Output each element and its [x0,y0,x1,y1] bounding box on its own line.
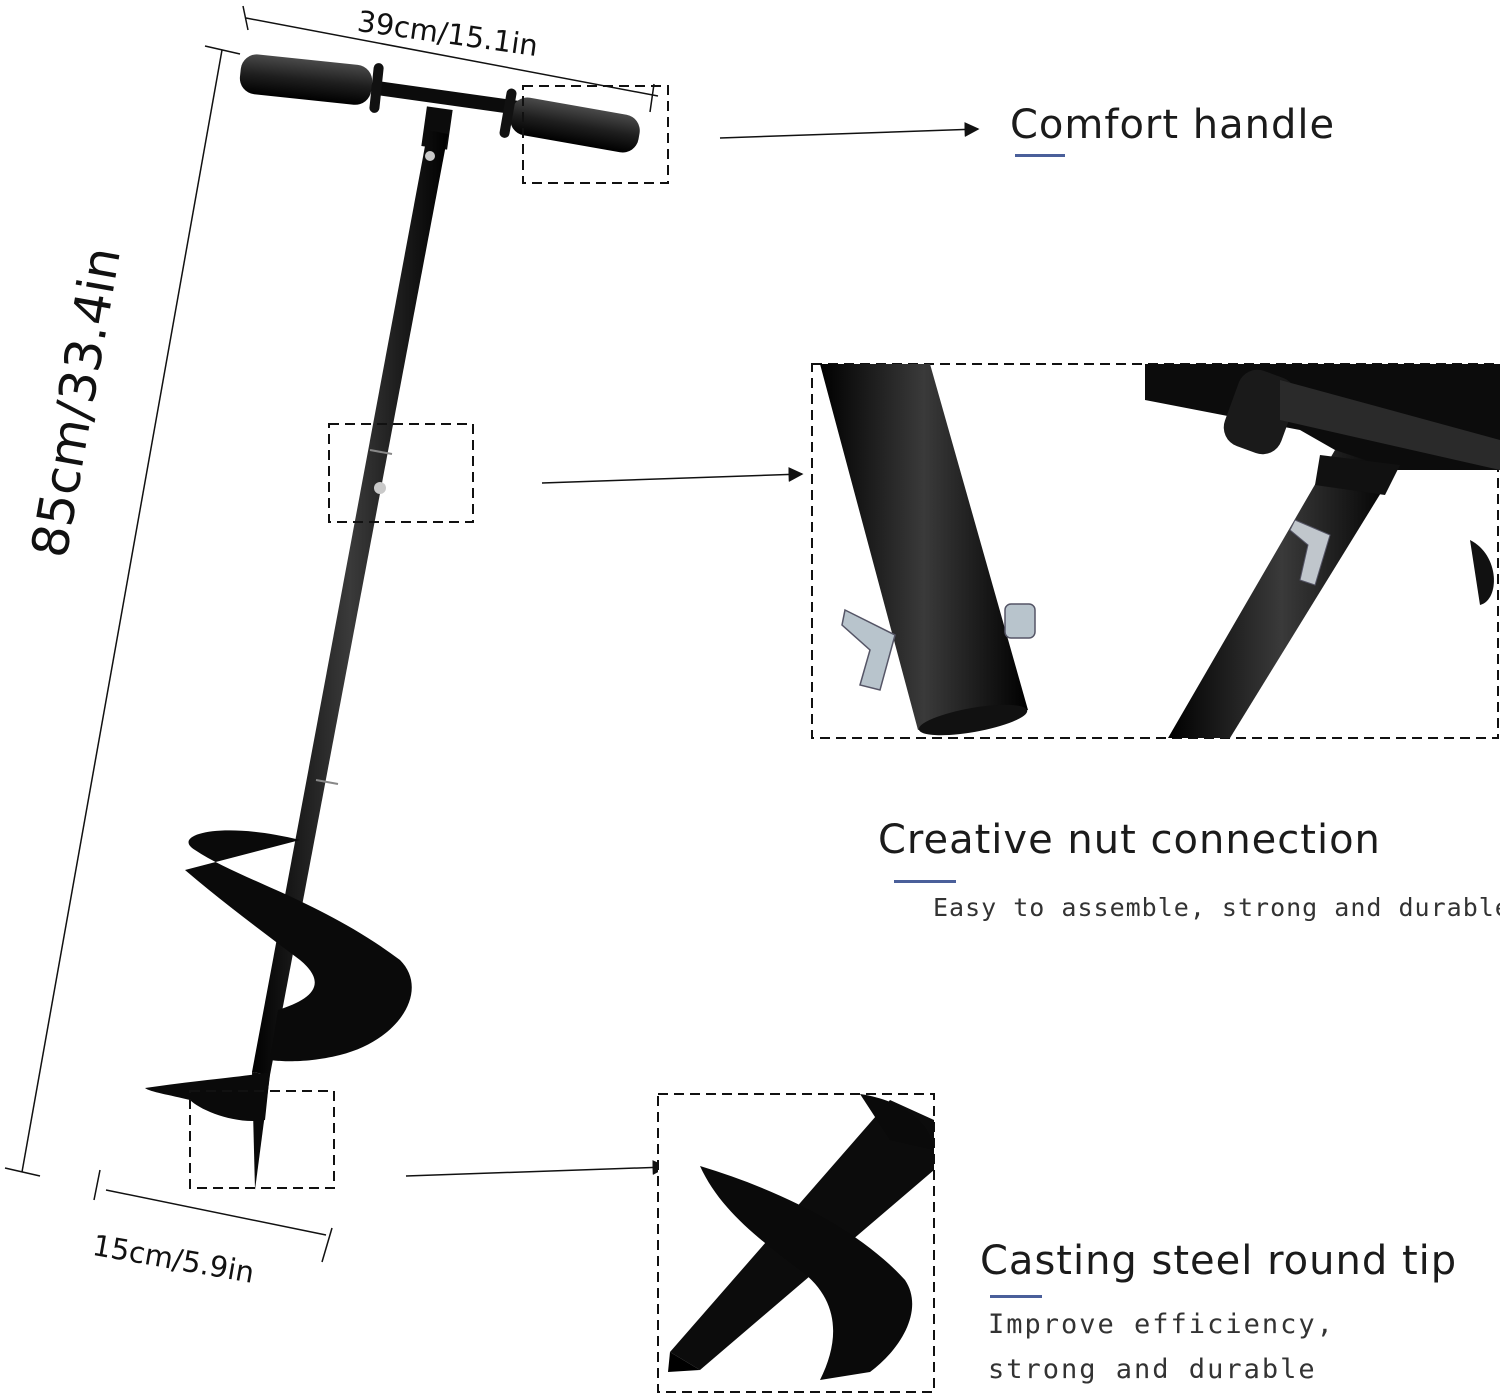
dimension-height-line [4,45,241,1177]
feature-title-round-tip: Casting steel round tip [980,1238,1458,1284]
accent-bar-connection [894,880,956,883]
auger-blade-lower [145,1072,270,1121]
feature-title-comfort-handle: Comfort handle [1010,102,1336,148]
right-grip [499,88,640,153]
feature-desc-nut-connection: Easy to assemble, strong and durable [933,893,1500,922]
accent-bar-tip [990,1295,1042,1298]
feature-title-nut-connection: Creative nut connection [878,817,1381,863]
wing-nut-icon [841,603,1036,691]
auger-blade-upper [185,830,412,1062]
callout-box-connection [328,423,474,523]
feature-desc-round-tip-line2: strong and durable [988,1354,1317,1385]
callout-box-handle [522,85,669,184]
callout-box-tip [189,1090,335,1189]
auger-tip [252,1072,270,1190]
tip-detail-panel [657,1093,935,1393]
dimension-auger-width-line [93,1169,333,1263]
connection-detail-panel [811,363,1500,739]
auger-tool [145,54,640,1190]
left-grip [239,54,384,113]
shaft [252,130,448,1075]
arrow-handle [719,121,980,139]
wing-nut-icon [374,482,386,494]
feature-desc-round-tip-line1: Improve efficiency, [988,1309,1335,1340]
arrow-tip [405,1159,668,1177]
t-bar [370,81,540,117]
dimension-width-line [242,5,659,113]
arrow-connection [541,466,804,484]
accent-bar-handle [1015,154,1065,157]
